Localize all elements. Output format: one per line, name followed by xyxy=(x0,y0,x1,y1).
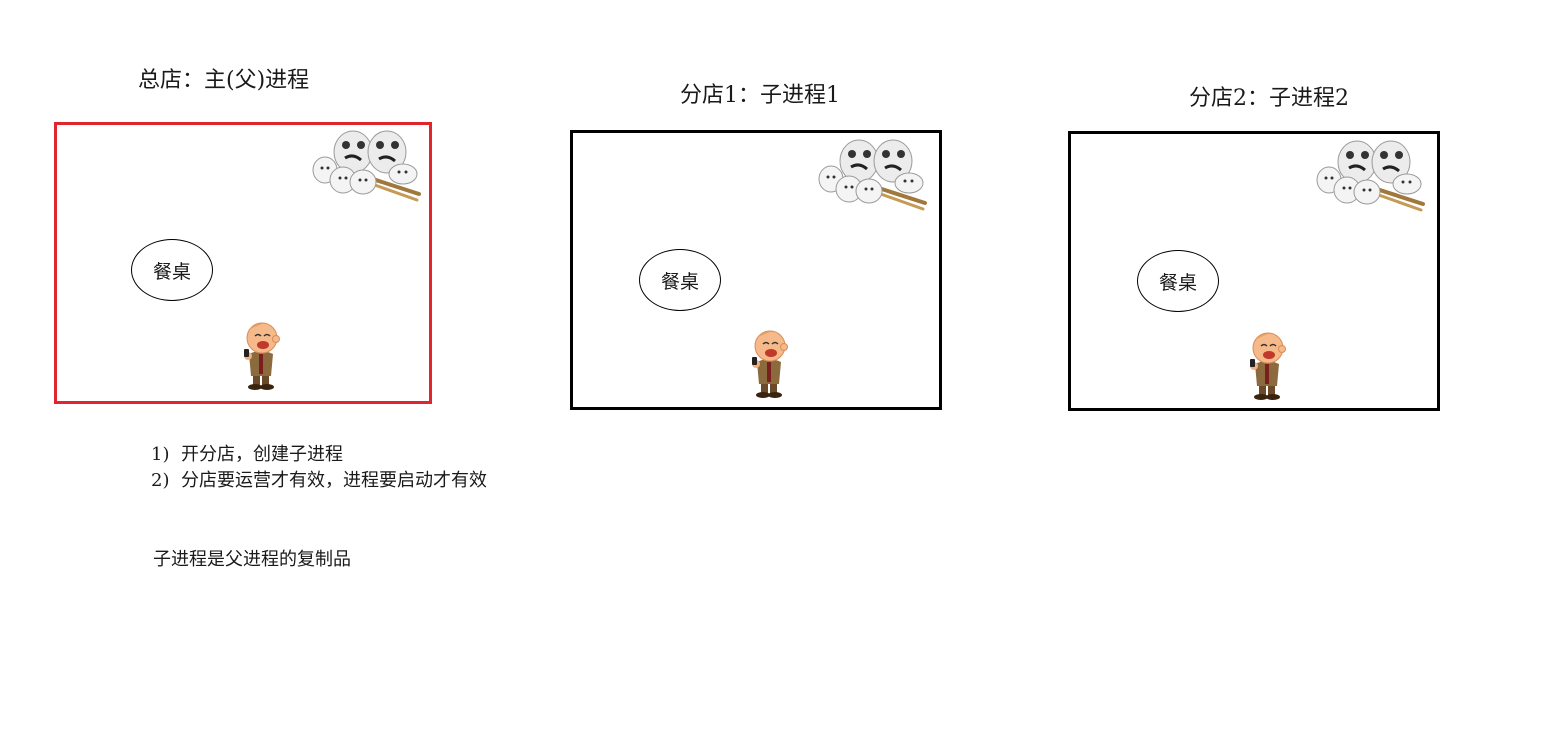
dining-table-label: 餐桌 xyxy=(1158,271,1197,294)
dining-table: 餐桌 xyxy=(1137,250,1219,312)
branch2-store-title: 分店2：子进程2 xyxy=(1189,86,1349,111)
note-number: 1) xyxy=(151,444,170,465)
note-text: 开分店，创建子进程 xyxy=(181,444,343,465)
note-item: 2) 分店要运营才有效，进程要启动才有效 xyxy=(151,468,487,494)
branch1-store-box: 餐桌 xyxy=(570,130,942,410)
main-store-box: 餐桌 xyxy=(54,122,432,404)
note-text: 分店要运营才有效，进程要启动才有效 xyxy=(181,470,487,491)
main-store-title: 总店：主(父)进程 xyxy=(138,68,310,93)
dishes-stack-icon xyxy=(311,129,421,202)
waiter-boy-icon xyxy=(1249,332,1287,401)
notes-list: 1) 开分店，创建子进程 2) 分店要运营才有效，进程要启动才有效 xyxy=(151,442,487,494)
dining-table: 餐桌 xyxy=(639,249,721,311)
summary-text: 子进程是父进程的复制品 xyxy=(153,549,351,570)
waiter-boy-icon xyxy=(243,322,281,391)
dishes-stack-icon xyxy=(817,138,927,211)
dishes-stack-icon xyxy=(1315,139,1425,212)
dining-table-label: 餐桌 xyxy=(152,260,191,283)
note-number: 2) xyxy=(151,470,170,491)
note-item: 1) 开分店，创建子进程 xyxy=(151,442,487,468)
dining-table: 餐桌 xyxy=(131,239,213,301)
waiter-boy-icon xyxy=(751,330,789,399)
branch1-store-title: 分店1：子进程1 xyxy=(680,83,840,108)
branch2-store-box: 餐桌 xyxy=(1068,131,1440,411)
dining-table-label: 餐桌 xyxy=(660,270,699,293)
